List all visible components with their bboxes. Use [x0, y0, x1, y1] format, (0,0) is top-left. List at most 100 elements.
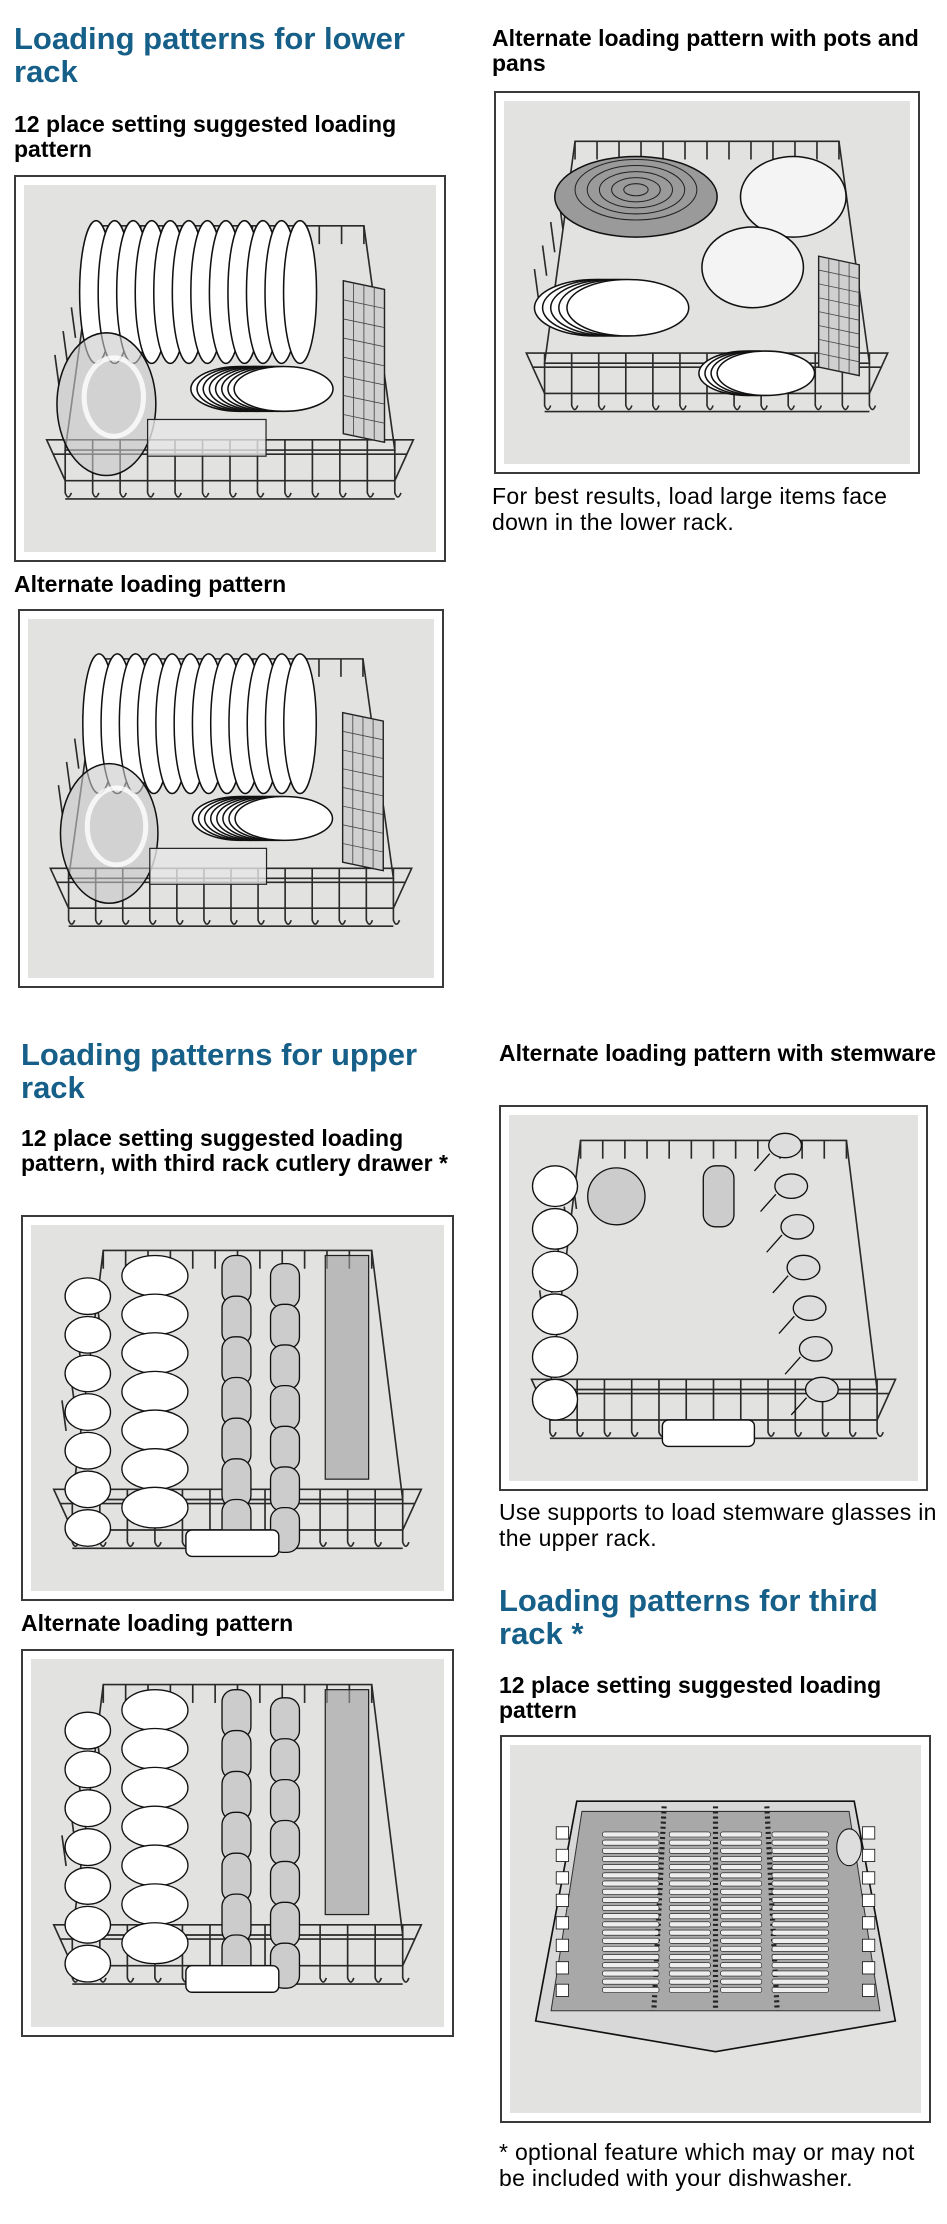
- saucer: [121, 1370, 189, 1413]
- utensil: [771, 1921, 829, 1928]
- lower-rack-12-place-figure: [14, 175, 446, 562]
- utensil: [720, 1929, 763, 1936]
- glass: [269, 1303, 301, 1350]
- utensil: [668, 1888, 711, 1895]
- saucer: [121, 1486, 189, 1529]
- lower-rack-note: For best results, load large items face …: [492, 483, 888, 535]
- grid-cell: [862, 1848, 876, 1862]
- wine-glass-stem: [772, 1275, 789, 1294]
- glass: [269, 1262, 301, 1310]
- upper-rack-12-place-illustration: [52, 1249, 423, 1558]
- grid-cell: [555, 1893, 569, 1907]
- grid-cell: [555, 1848, 569, 1862]
- wine-glass: [804, 1376, 839, 1403]
- utensil: [771, 1946, 829, 1952]
- utensil: [668, 1986, 711, 1993]
- upper-rack-stemware-illustration: [530, 1132, 897, 1448]
- upper-rack-alternate-figure: [21, 1649, 454, 2037]
- grid-cell: [862, 1871, 876, 1885]
- utensil: [602, 1921, 660, 1928]
- cup: [531, 1335, 579, 1378]
- utensil: [602, 1831, 660, 1838]
- wine-glass: [768, 1132, 803, 1159]
- plate: [233, 365, 334, 413]
- saucer: [121, 1727, 189, 1771]
- cutlery-basket: [342, 279, 386, 444]
- utensil: [771, 1864, 829, 1871]
- utensil: [602, 1978, 660, 1985]
- utensil: [720, 1888, 763, 1895]
- upper-rack-12-place-figure: [21, 1215, 454, 1601]
- cup: [64, 1277, 112, 1316]
- saucer: [121, 1844, 189, 1887]
- cup: [64, 1393, 112, 1432]
- cup: [64, 1944, 112, 1983]
- utensil: [668, 1962, 711, 1969]
- glass: [269, 1384, 301, 1432]
- cutlery-basket: [341, 711, 384, 872]
- utensil: [771, 1839, 829, 1846]
- glass: [269, 1344, 301, 1391]
- utensil: [771, 1978, 829, 1985]
- utensil: [668, 1978, 711, 1985]
- lower-rack-pots-pans-caption: Alternate loading pattern with pots and …: [492, 25, 919, 76]
- wine-glass-stem: [753, 1153, 771, 1172]
- utensil: [602, 1897, 660, 1903]
- plate-row: [82, 653, 318, 795]
- bowl-highlight: [84, 785, 149, 868]
- grid-cell: [555, 1916, 569, 1930]
- utensil: [720, 1864, 763, 1871]
- utensil: [720, 1986, 763, 1993]
- glass: [269, 1778, 301, 1826]
- cup: [531, 1165, 579, 1208]
- grid-cell: [862, 1983, 876, 1997]
- utensil: [602, 1880, 660, 1887]
- utensil: [771, 1872, 829, 1879]
- lower-rack-pots-pans-figure: [494, 91, 920, 474]
- pan-ring: [611, 177, 661, 203]
- saucepan: [701, 226, 805, 309]
- plate: [234, 795, 334, 842]
- utensil: [771, 1847, 829, 1854]
- utensil: [668, 1864, 711, 1871]
- wine-glass: [792, 1295, 827, 1322]
- plate-stack: [191, 795, 334, 842]
- lower-rack-12-place-caption: 12 place setting suggested loading patte…: [14, 111, 397, 162]
- cup: [64, 1750, 112, 1789]
- utensil: [602, 1946, 660, 1952]
- saucer: [121, 1409, 189, 1452]
- saucer: [121, 1332, 189, 1375]
- wine-glass: [786, 1254, 821, 1281]
- wine-glass-stem: [784, 1356, 801, 1375]
- utensil: [602, 1962, 660, 1969]
- grid-cell: [862, 1916, 876, 1930]
- utensil: [602, 1856, 660, 1862]
- glass: [269, 1738, 301, 1785]
- utensil: [771, 1986, 829, 1993]
- utensil: [602, 1970, 660, 1977]
- grid-cell: [555, 1961, 569, 1975]
- utensil: [668, 1839, 711, 1846]
- upper-rack-note: Use supports to load stemware glasses in…: [499, 1499, 937, 1551]
- utensil: [720, 1978, 763, 1985]
- utensil: [720, 1962, 763, 1969]
- utensil: [771, 1888, 829, 1895]
- utensil: [668, 1880, 711, 1887]
- cup: [64, 1789, 112, 1828]
- lower-rack-pots-pans-illustration: [525, 140, 889, 413]
- tray: [149, 847, 268, 885]
- utensil: [668, 1954, 711, 1960]
- utensil: [720, 1937, 763, 1944]
- rack-handle: [185, 1964, 280, 1993]
- third-rack-footnote: * optional feature which may or may not …: [499, 2139, 915, 2191]
- utensil: [602, 1913, 660, 1920]
- upper-rack-stemware-figure: [499, 1105, 928, 1491]
- utensil: [771, 1856, 829, 1862]
- upper-rack-stemware-caption: Alternate loading pattern with stemware: [499, 1040, 937, 1066]
- utensil: [771, 1937, 829, 1944]
- cup: [64, 1431, 112, 1470]
- utensil: [720, 1872, 763, 1879]
- saucer: [121, 1766, 189, 1809]
- utensil: [771, 1970, 829, 1977]
- cup: [531, 1378, 579, 1421]
